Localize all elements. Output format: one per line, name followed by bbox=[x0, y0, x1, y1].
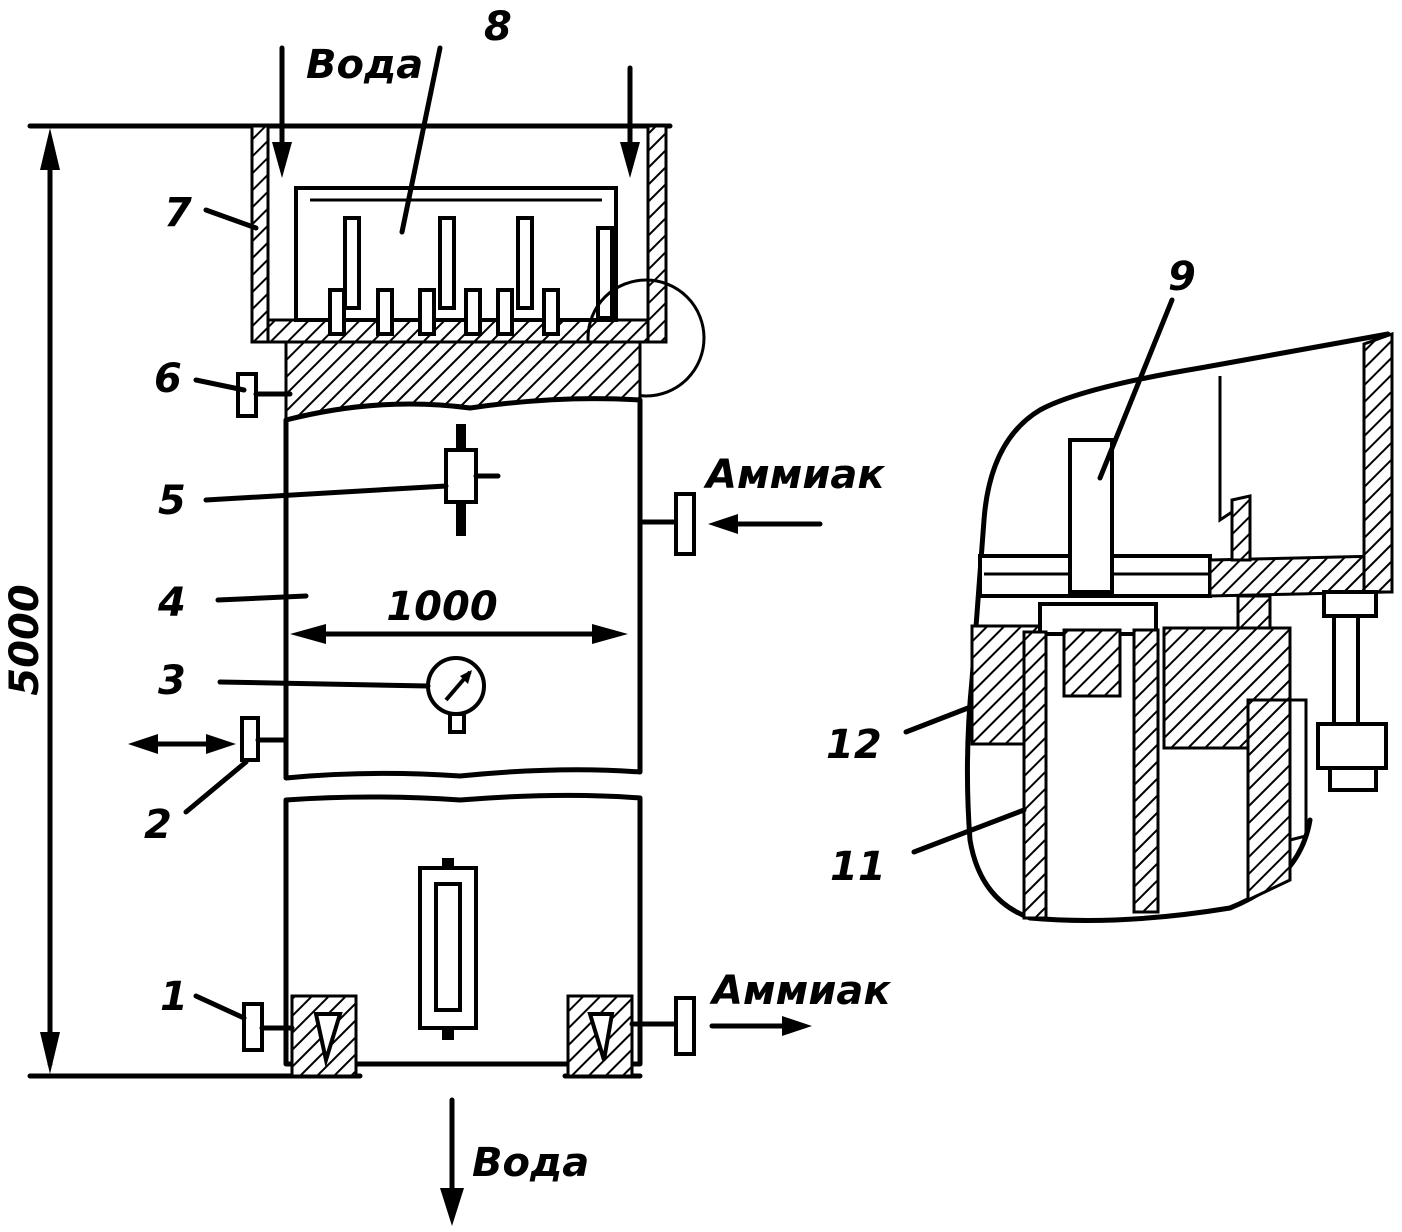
pressure-gauge-3 bbox=[426, 656, 486, 734]
callout-5: 5 bbox=[158, 478, 186, 524]
height-dimension bbox=[27, 123, 673, 1079]
detail-leaders bbox=[903, 297, 1175, 855]
water-outlet bbox=[440, 1097, 464, 1226]
callout-3: 3 bbox=[158, 658, 186, 704]
sight-glass-5 bbox=[444, 424, 501, 536]
callout-6: 6 bbox=[154, 356, 182, 402]
width-dimension bbox=[290, 624, 628, 644]
detail-callout-circle bbox=[586, 278, 706, 398]
callout-9: 9 bbox=[1168, 254, 1196, 300]
ammonia-outlet bbox=[629, 996, 812, 1056]
valve-1 bbox=[242, 1002, 295, 1052]
condenser-cap-8 bbox=[294, 186, 618, 336]
height-dim-label: 5000 bbox=[2, 584, 48, 695]
callout-8: 8 bbox=[484, 4, 512, 50]
width-dim-label: 1000 bbox=[386, 584, 497, 630]
leader-lines bbox=[183, 45, 449, 1021]
detail-view bbox=[964, 331, 1394, 923]
callout-1: 1 bbox=[160, 974, 188, 1020]
callout-12: 12 bbox=[826, 722, 882, 768]
grid-section bbox=[236, 340, 642, 422]
callout-4: 4 bbox=[157, 580, 186, 626]
ammonia-inlet bbox=[637, 492, 823, 556]
ammonia-out-label: Аммиак bbox=[709, 968, 891, 1014]
valve-2 bbox=[128, 716, 289, 762]
water-out-label: Вода bbox=[472, 1140, 589, 1186]
lower-body bbox=[283, 792, 643, 1078]
callout-2: 2 bbox=[144, 802, 172, 848]
callout-7: 7 bbox=[164, 190, 192, 236]
callout-11: 11 bbox=[830, 844, 886, 890]
upper-body-4 bbox=[283, 396, 643, 781]
water-inlet-arrows bbox=[272, 45, 640, 178]
ammonia-in-label: Аммиак bbox=[703, 452, 885, 498]
water-in-label: Вода bbox=[306, 42, 423, 88]
